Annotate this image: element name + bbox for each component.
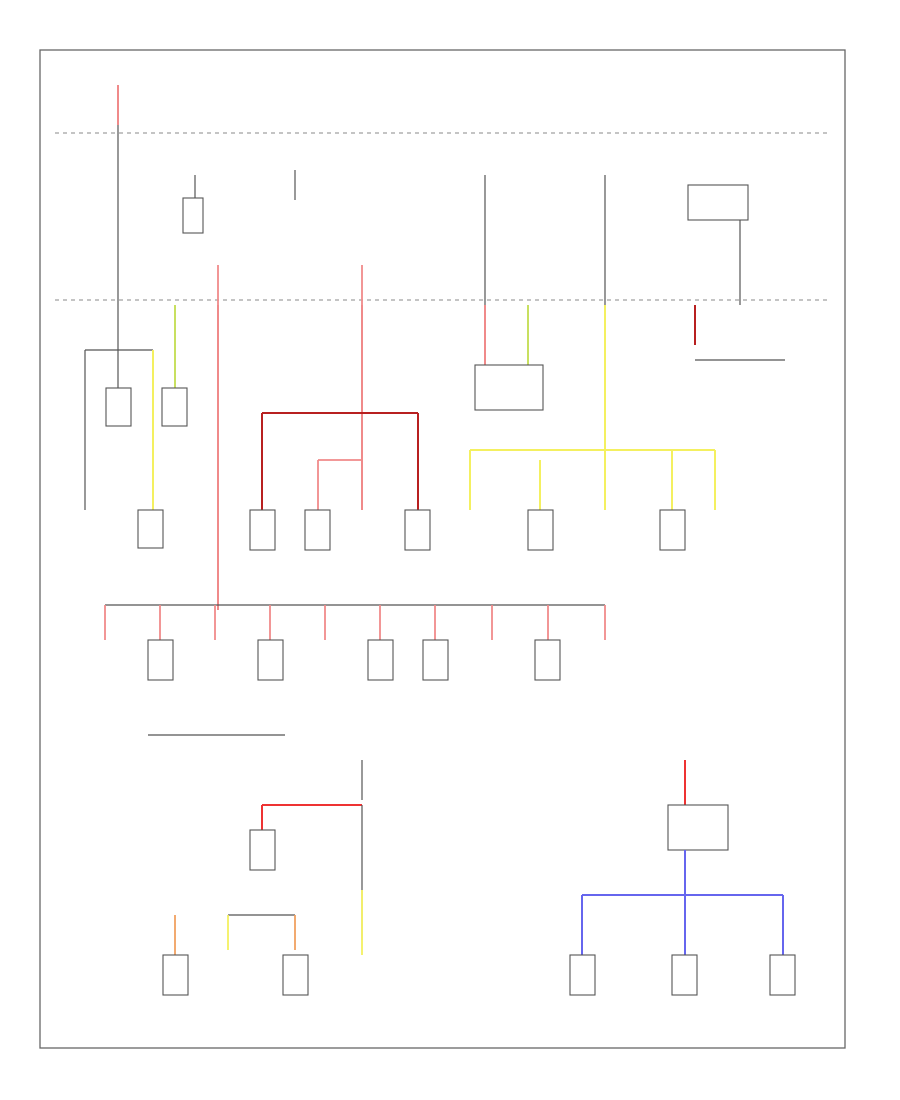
component-box-c [137,509,164,549]
relay-box-2 [687,184,749,221]
component-box-m [534,639,561,681]
component-box-e [304,509,331,551]
component-box-s [769,954,796,996]
component-box-b [161,387,188,427]
br-relay-box [667,804,729,851]
component-box-i [147,639,174,681]
component-box-l [422,639,449,681]
component-box-j [257,639,284,681]
component-box-p [282,954,309,996]
component-box-f [404,509,431,551]
relay-box-1 [182,197,204,234]
component-box-r [671,954,698,996]
component-box-h [659,509,686,551]
component-box-a [105,387,132,427]
component-box-n [249,829,276,871]
diagram-border [39,49,846,1049]
component-box-d [249,509,276,551]
component-box-k [367,639,394,681]
component-box-o [162,954,189,996]
component-box-q [569,954,596,996]
component-box-g [527,509,554,551]
switch-block [474,364,544,411]
